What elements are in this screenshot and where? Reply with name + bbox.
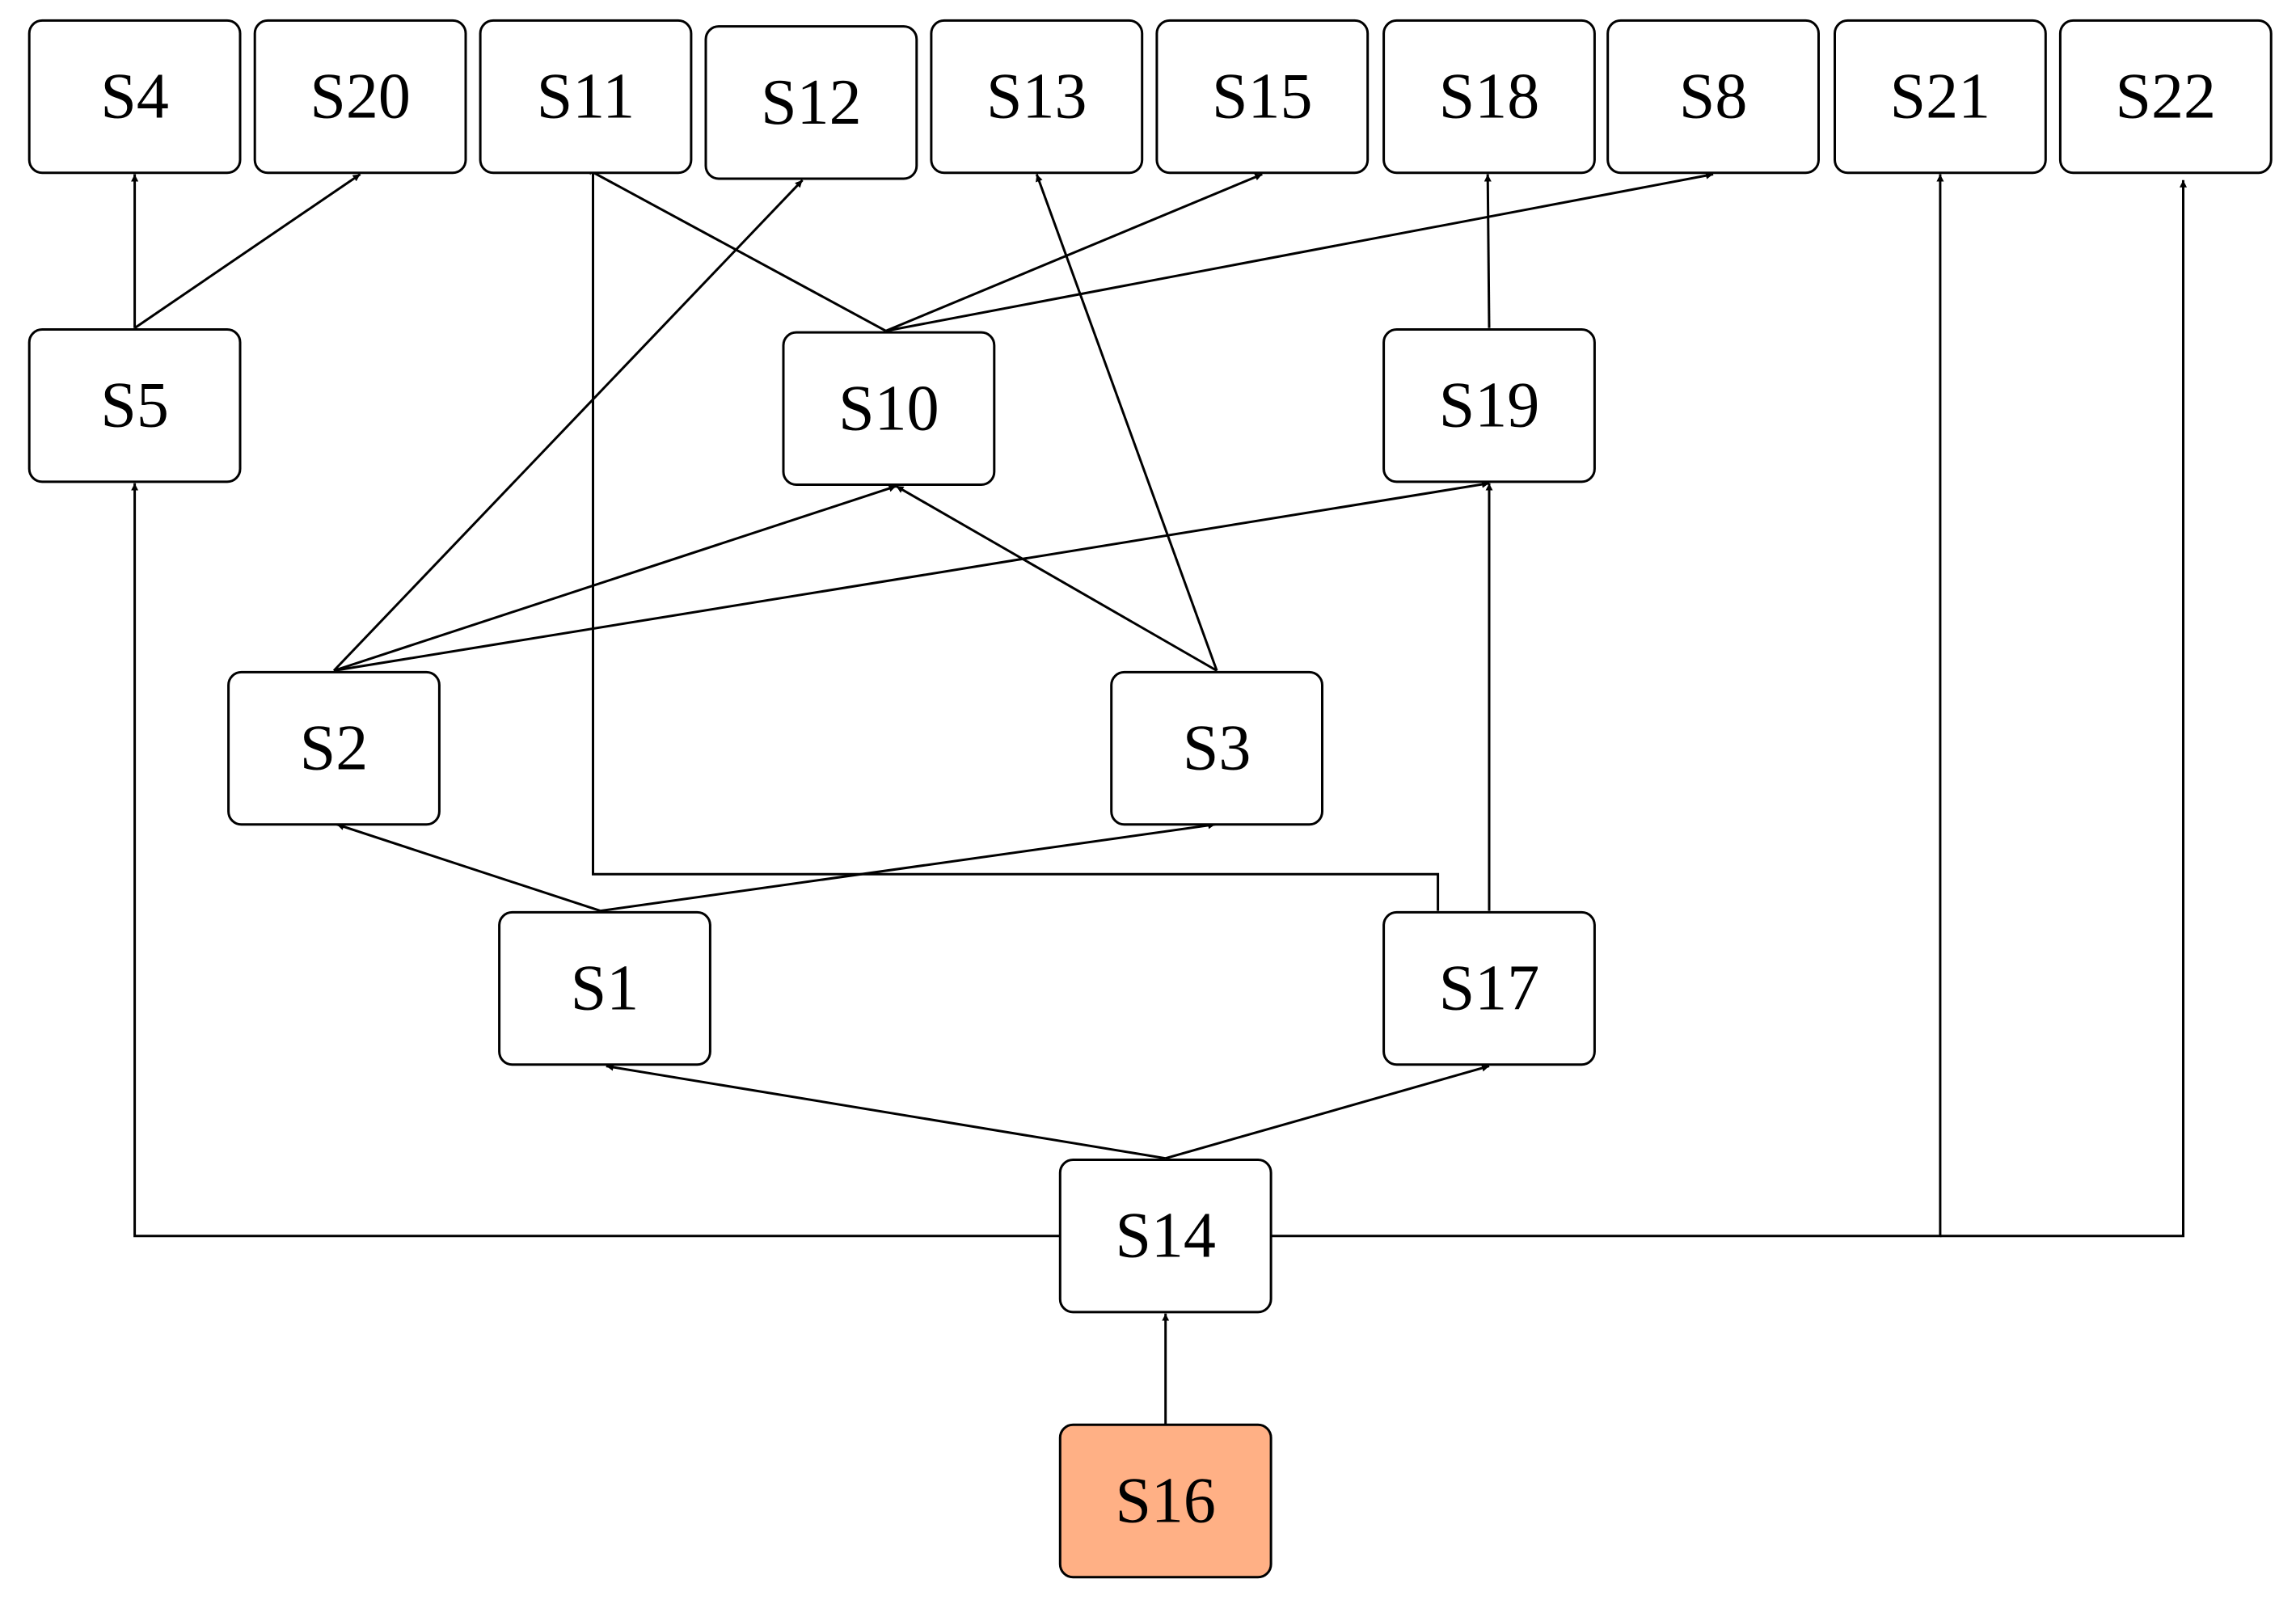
node-label: S8 <box>1679 61 1748 133</box>
node-box <box>1834 19 2047 175</box>
node-s4: S4 <box>27 19 242 175</box>
edge-s14-to-s17 <box>1165 1064 1490 1160</box>
edge-s14-to-s22 <box>1939 179 2187 1238</box>
node-box <box>704 25 918 180</box>
node-box <box>1155 19 1370 175</box>
node-s20: S20 <box>253 19 467 175</box>
node-box <box>227 670 441 826</box>
node-label: S12 <box>761 67 862 138</box>
node-s19: S19 <box>1382 328 1596 483</box>
node-label: S5 <box>100 370 169 441</box>
node-s16: S16 <box>1058 1423 1273 1579</box>
node-s14: S14 <box>1058 1159 1273 1314</box>
edge-s1-to-s3 <box>600 821 1216 913</box>
node-label: S13 <box>986 61 1087 133</box>
edge-s2-to-s10 <box>333 484 897 672</box>
node-s2: S2 <box>227 670 441 826</box>
node-s12: S12 <box>704 25 918 180</box>
node-box <box>782 331 996 486</box>
edge-s14-to-s5 <box>131 483 1061 1238</box>
edge-s2-to-s12 <box>332 179 804 672</box>
node-s3: S3 <box>1110 670 1323 826</box>
node-label: S14 <box>1115 1201 1216 1272</box>
node-box <box>1382 328 1596 483</box>
node-label: S4 <box>100 61 169 133</box>
node-box <box>479 19 693 175</box>
node-label: S2 <box>300 713 369 784</box>
node-label: S3 <box>1183 713 1251 784</box>
node-box <box>253 19 467 175</box>
node-label: S17 <box>1439 953 1540 1024</box>
node-box <box>498 910 711 1066</box>
node-label: S20 <box>310 61 411 133</box>
node-label: S10 <box>838 373 939 444</box>
node-s22: S22 <box>2058 19 2273 175</box>
edge-s3-to-s10 <box>895 484 1218 672</box>
node-box <box>27 19 242 175</box>
node-s15: S15 <box>1155 19 1370 175</box>
node-box <box>1058 1423 1273 1579</box>
edge-s2-to-s19 <box>333 480 1490 672</box>
node-s21: S21 <box>1834 19 2047 175</box>
node-box <box>1058 1159 1273 1314</box>
edge-s17-to-s11 <box>589 165 1440 911</box>
node-s13: S13 <box>930 19 1144 175</box>
node-box <box>1382 19 1596 175</box>
edge-s10-to-s8 <box>885 171 1714 332</box>
node-box <box>930 19 1144 175</box>
node-s1: S1 <box>498 910 711 1066</box>
edge-s5-to-s20 <box>133 173 361 329</box>
node-label: S1 <box>571 953 639 1024</box>
node-box <box>27 328 242 483</box>
node-box <box>2058 19 2273 175</box>
node-box <box>1110 670 1323 826</box>
node-s18: S18 <box>1382 19 1596 175</box>
edge-s14-to-s21 <box>1271 174 1944 1238</box>
node-s17: S17 <box>1382 910 1596 1066</box>
edge-s1-to-s2 <box>336 823 601 913</box>
edge-s3-to-s13 <box>1035 173 1218 672</box>
node-label: S15 <box>1212 61 1313 133</box>
node-box <box>1606 19 1820 175</box>
node-label: S18 <box>1439 61 1540 133</box>
edge-s14-to-s1 <box>606 1063 1166 1160</box>
edge-s10-to-s11 <box>585 167 887 332</box>
node-s10: S10 <box>782 331 996 486</box>
node-s11: S11 <box>479 19 693 175</box>
node-box <box>1382 910 1596 1066</box>
node-label: S19 <box>1439 370 1540 441</box>
edges <box>131 165 2187 1425</box>
node-label: S21 <box>1890 61 1991 133</box>
edge-s19-to-s18 <box>1484 174 1492 328</box>
node-label: S16 <box>1115 1466 1216 1537</box>
node-label: S22 <box>2116 61 2217 133</box>
node-label: S11 <box>537 61 635 133</box>
edge-s10-to-s15 <box>885 173 1263 332</box>
node-s5: S5 <box>27 328 242 483</box>
node-s8: S8 <box>1606 19 1820 175</box>
